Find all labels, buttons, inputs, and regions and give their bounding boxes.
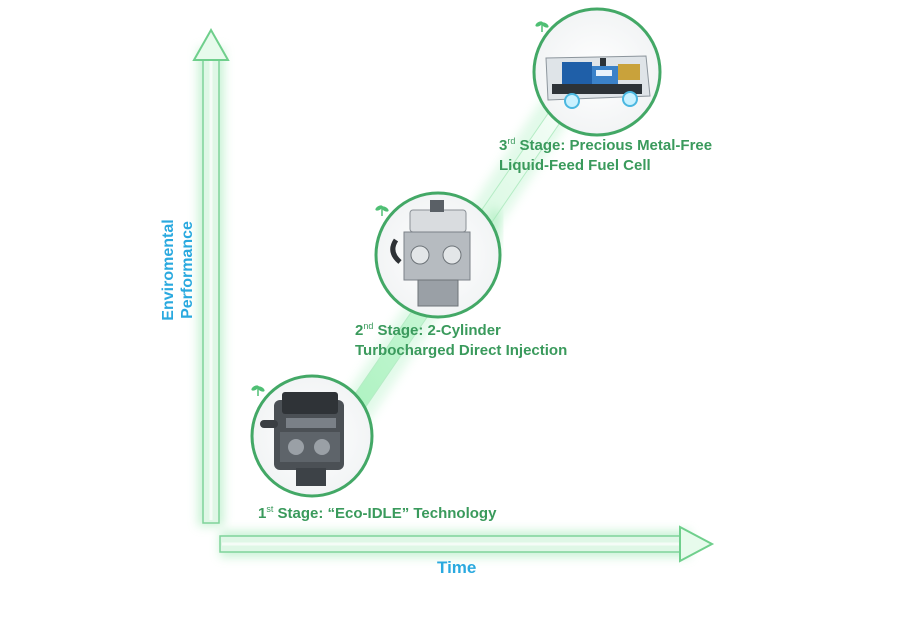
stage-1-suffix: st xyxy=(266,504,274,514)
x-axis-label: Time xyxy=(437,558,477,577)
sprout-icon xyxy=(251,385,265,396)
y-axis-label-line1: Enviromental xyxy=(160,219,177,321)
stage-3-node xyxy=(532,7,662,137)
fuel-cell-vehicle-image xyxy=(545,55,651,109)
y-axis-arrow xyxy=(192,27,230,526)
stage-1-ordinal: 1 xyxy=(258,505,267,522)
stage-2-node xyxy=(374,191,502,319)
stage-3-line1: Stage: Precious Metal-Free xyxy=(515,137,713,154)
x-axis-arrow xyxy=(219,525,715,563)
sprout-icon xyxy=(375,205,389,216)
engine-image xyxy=(390,200,471,307)
stage-2-ordinal: 2 xyxy=(355,322,364,339)
y-axis-label-line2: Performance xyxy=(179,221,196,319)
y-axis-label: Enviromental Performance xyxy=(159,210,197,330)
stage-1-line1: Stage: “Eco-IDLE” Technology xyxy=(273,505,497,522)
stage-2-line2: Turbocharged Direct Injection xyxy=(355,342,568,359)
stage-2-line1: Stage: 2-Cylinder xyxy=(373,322,501,339)
stage-3-ordinal: 3 xyxy=(499,137,508,154)
stage-3-label: 3rd Stage: Precious Metal-Free Liquid-Fe… xyxy=(499,136,712,176)
stage-3-line2: Liquid-Feed Fuel Cell xyxy=(499,157,651,174)
sprout-icon xyxy=(535,21,549,32)
stage-1-node xyxy=(250,374,374,498)
stage-2-label: 2nd Stage: 2-Cylinder Turbocharged Direc… xyxy=(355,321,567,361)
engine-image xyxy=(260,392,344,486)
stage-1-label: 1st Stage: “Eco-IDLE” Technology xyxy=(258,504,496,524)
stage-3-suffix: rd xyxy=(507,136,516,146)
stage-2-suffix: nd xyxy=(363,321,374,331)
